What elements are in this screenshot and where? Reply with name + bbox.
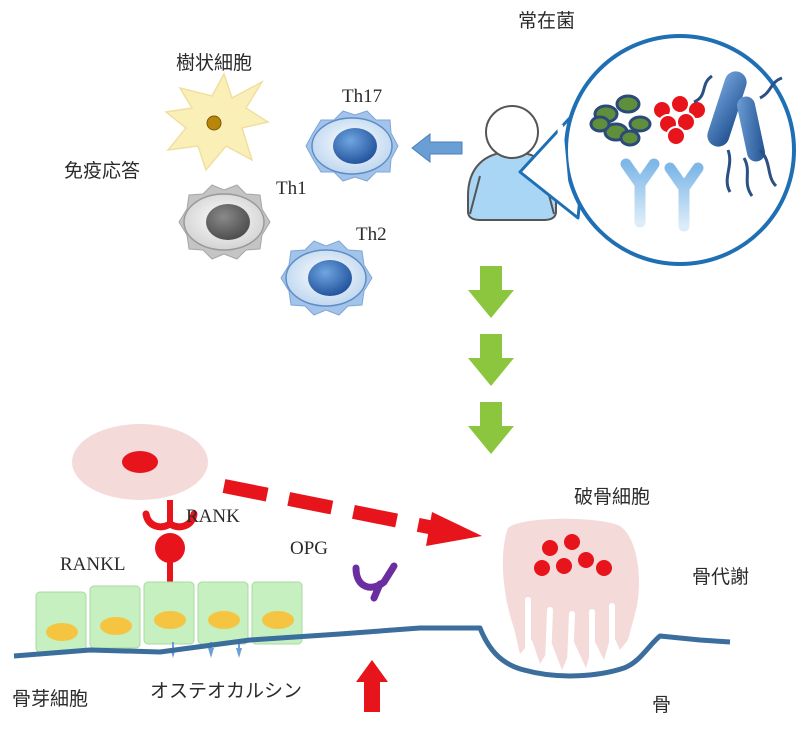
label-osteocalcin: オステオカルシン: [150, 680, 303, 702]
blue-arrow-left: [411, 132, 463, 164]
osteoclast-cell: [502, 518, 639, 670]
label-immune-response: 免疫応答: [64, 160, 141, 182]
label-rankl: RANKL: [60, 554, 126, 575]
dendritic-cell: [164, 72, 270, 172]
label-bone: 骨: [652, 694, 672, 716]
label-rank: RANK: [186, 506, 240, 527]
red-up-arrow: [356, 660, 388, 712]
label-osteoclast: 破骨細胞: [574, 486, 651, 508]
bone-surface-line: [13, 625, 731, 679]
green-arrows: [468, 266, 514, 454]
osteoblast-row: [35, 581, 303, 653]
th17-cell: [305, 110, 399, 182]
label-commensal-bacteria: 常在菌: [518, 10, 576, 32]
label-opg: OPG: [290, 538, 329, 559]
opg-molecule: [352, 562, 398, 602]
th1-cell: [178, 184, 271, 260]
th2-cell: [280, 240, 373, 316]
label-dendritic-cell: 樹状細胞: [176, 52, 253, 74]
bacteria-cluster: [589, 71, 783, 232]
label-th2: Th2: [356, 224, 387, 245]
label-th17: Th17: [342, 86, 383, 107]
red-dashed-arrow: [222, 479, 482, 546]
label-bone-metabolism: 骨代謝: [692, 566, 750, 588]
rankl-ligand: [155, 533, 185, 586]
rank-receptor: [142, 500, 198, 531]
osteoclast-precursor: [72, 424, 208, 500]
label-osteoblast: 骨芽細胞: [12, 688, 89, 710]
label-th1: Th1: [276, 178, 307, 199]
